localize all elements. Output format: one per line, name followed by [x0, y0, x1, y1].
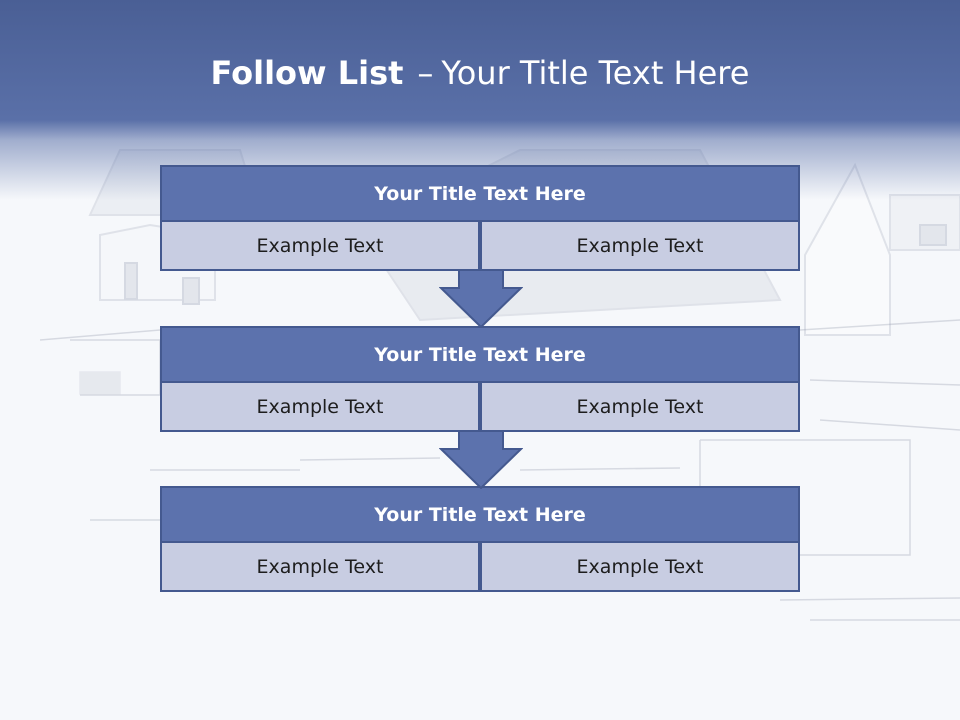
step-cell-right: Example Text [480, 383, 800, 432]
step-cell-left: Example Text [160, 383, 480, 432]
down-arrow-icon [439, 270, 523, 328]
step-title: Your Title Text Here [160, 486, 800, 543]
step-cell-left: Example Text [160, 543, 480, 592]
down-arrow-icon [439, 431, 523, 489]
step-cell-right: Example Text [480, 543, 800, 592]
step-box-2: Your Title Text Here Example Text Exampl… [160, 326, 800, 432]
title-separator: – [417, 54, 434, 92]
step-title: Your Title Text Here [160, 165, 800, 222]
step-box-1: Your Title Text Here Example Text Exampl… [160, 165, 800, 271]
step-box-3: Your Title Text Here Example Text Exampl… [160, 486, 800, 592]
step-cell-left: Example Text [160, 222, 480, 271]
title-bold: Follow List [210, 54, 404, 92]
title-rest: Your Title Text Here [441, 54, 750, 92]
step-title: Your Title Text Here [160, 326, 800, 383]
page-title: Follow List–Your Title Text Here [0, 54, 960, 92]
step-cell-right: Example Text [480, 222, 800, 271]
